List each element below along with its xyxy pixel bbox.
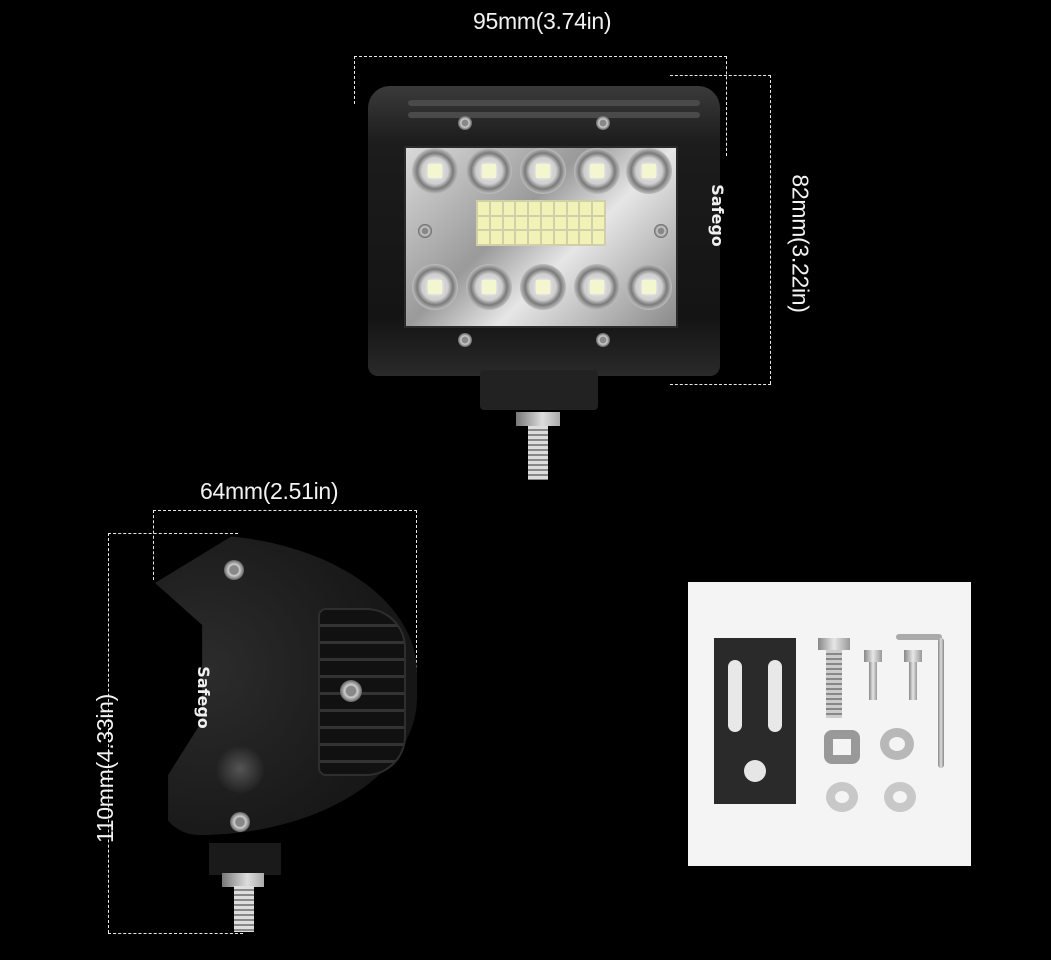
side-height-label: 110mm(4.33in) xyxy=(92,693,119,844)
led-spot-icon xyxy=(626,148,672,194)
screw-icon xyxy=(654,224,668,238)
kit-hex-bolt-thread xyxy=(826,650,842,718)
heat-sink-fins xyxy=(318,608,406,776)
side-height-dimension-line xyxy=(108,533,109,933)
brand-logo-front: Safego xyxy=(707,184,727,247)
mount-bolt-icon xyxy=(528,426,548,480)
led-spot-icon xyxy=(412,148,458,194)
screw-icon xyxy=(596,116,610,130)
kit-hex-nut xyxy=(824,730,860,764)
led-spot-icon xyxy=(520,148,566,194)
top-rail xyxy=(408,112,700,118)
led-spot-icon xyxy=(466,264,512,310)
kit-small-screw-thread xyxy=(869,662,877,700)
front-mount-bracket xyxy=(480,370,598,410)
side-height-top-line xyxy=(108,533,238,534)
screw-icon xyxy=(230,812,250,832)
front-width-dimension-line xyxy=(354,56,727,57)
screw-icon xyxy=(458,333,472,347)
screw-icon xyxy=(224,560,244,580)
adjust-knob xyxy=(216,745,264,793)
side-width-left-tick xyxy=(153,510,154,580)
kit-mounting-bracket xyxy=(714,638,796,804)
kit-small-screw xyxy=(864,650,882,662)
led-spot-icon xyxy=(466,148,512,194)
led-spot-icon xyxy=(412,264,458,310)
kit-flat-washer xyxy=(884,782,916,812)
kit-spring-washer xyxy=(880,728,914,760)
front-width-right-tick xyxy=(726,56,727,156)
led-spot-icon xyxy=(574,148,620,194)
kit-hex-bolt xyxy=(818,638,850,650)
kit-flat-washer xyxy=(826,782,858,812)
side-width-dimension-line xyxy=(153,510,417,511)
hardware-kit-photo xyxy=(688,582,971,866)
led-spot-icon xyxy=(574,264,620,310)
mount-nut xyxy=(516,412,560,426)
side-height-bottom-line xyxy=(108,933,243,934)
mount-nut xyxy=(222,873,264,887)
side-mount-bracket xyxy=(209,843,281,875)
front-height-dimension-line xyxy=(770,75,771,384)
front-width-label: 95mm(3.74in) xyxy=(473,8,612,34)
screw-icon xyxy=(418,224,432,238)
side-width-right-tick xyxy=(416,510,417,688)
screw-icon xyxy=(596,333,610,347)
kit-small-screw xyxy=(904,650,922,662)
side-width-label: 64mm(2.51in) xyxy=(200,478,339,504)
kit-allen-wrench xyxy=(896,634,942,640)
front-height-bottom-line xyxy=(670,384,771,385)
front-width-left-tick xyxy=(354,56,355,104)
brand-logo-side: Safego xyxy=(193,666,213,729)
led-spot-icon xyxy=(520,264,566,310)
led-flood-strip xyxy=(476,200,606,246)
screw-icon xyxy=(458,116,472,130)
led-spot-icon xyxy=(626,264,672,310)
kit-small-screw-thread xyxy=(909,662,917,700)
front-height-label: 82mm(3.22in) xyxy=(787,174,814,313)
mount-bolt-icon xyxy=(234,886,254,932)
front-height-top-line xyxy=(670,75,771,76)
top-rail xyxy=(408,100,700,106)
kit-allen-wrench xyxy=(938,638,944,768)
screw-icon xyxy=(340,680,362,702)
